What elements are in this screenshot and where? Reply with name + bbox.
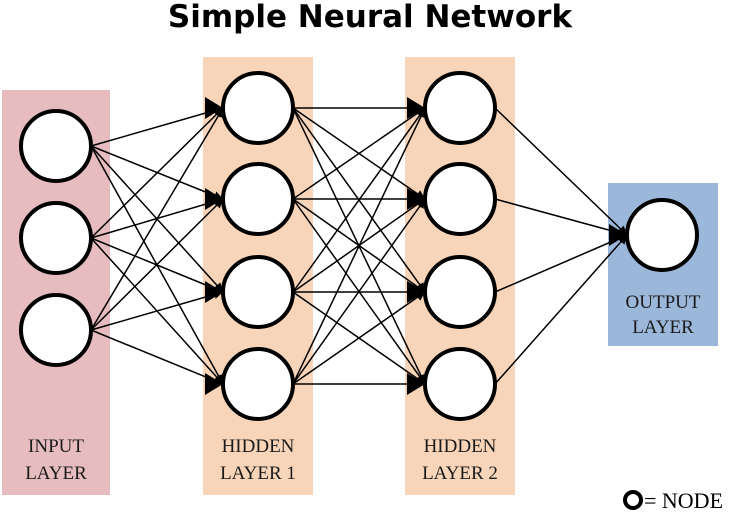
input-node	[19, 293, 93, 367]
input-arrows	[205, 97, 627, 395]
input-layer-label-line-1: INPUT	[28, 436, 84, 457]
connection-edge	[90, 106, 224, 147]
arrowhead-icon	[205, 281, 223, 303]
hidden2-node	[423, 71, 497, 145]
connection-edge	[90, 198, 224, 331]
hidden1-node	[221, 255, 295, 329]
output-node	[625, 198, 699, 272]
arrowhead-icon	[205, 97, 223, 119]
node-circle-icon	[623, 490, 643, 510]
connection-edge	[292, 107, 426, 293]
hidden2-node	[423, 162, 497, 236]
connection-edge	[292, 291, 426, 385]
hidden1-node	[221, 71, 295, 145]
connection-edge	[292, 107, 426, 200]
arrowhead-icon	[407, 188, 425, 210]
connection-edge	[494, 234, 628, 293]
legend-text: = NODE	[644, 488, 723, 513]
output-layer-label-line-2: LAYER	[632, 317, 694, 338]
output-layer-label-line-1: OUTPUT	[626, 292, 701, 313]
hidden1-node	[221, 347, 295, 421]
connection-edge	[90, 329, 224, 385]
legend: = NODE	[623, 488, 723, 513]
connection-edge	[90, 290, 224, 331]
connection-edge	[494, 234, 628, 385]
connection-edge	[292, 107, 426, 385]
connection-edge	[90, 107, 224, 331]
arrowhead-icon	[609, 224, 627, 246]
input-node	[19, 201, 93, 275]
hidden-layer-1-label-line-2: LAYER 1	[220, 463, 296, 484]
arrowhead-icon	[407, 373, 425, 395]
hidden-layer-2-label-line-2: LAYER 2	[422, 463, 498, 484]
connection-edge	[292, 198, 426, 385]
arrowhead-icon	[407, 97, 425, 119]
arrowhead-icon	[407, 281, 425, 303]
connection-edge	[90, 107, 224, 239]
arrowhead-icon	[205, 188, 223, 210]
connections	[90, 103, 628, 389]
nodes	[19, 71, 699, 421]
input-node	[19, 109, 93, 183]
hidden2-node	[423, 347, 497, 421]
arrowhead-icon	[205, 373, 223, 395]
connection-edge	[494, 198, 628, 237]
hidden-layer-1-label-line-1: HIDDEN	[222, 436, 295, 457]
hidden2-node	[423, 255, 497, 329]
hidden1-node	[221, 162, 295, 236]
hidden-layer-2-label-line-1: HIDDEN	[424, 436, 497, 457]
connection-edge	[494, 107, 628, 236]
diagram-title: Simple Neural Network	[168, 0, 574, 35]
input-layer-label-line-2: LAYER	[25, 463, 87, 484]
